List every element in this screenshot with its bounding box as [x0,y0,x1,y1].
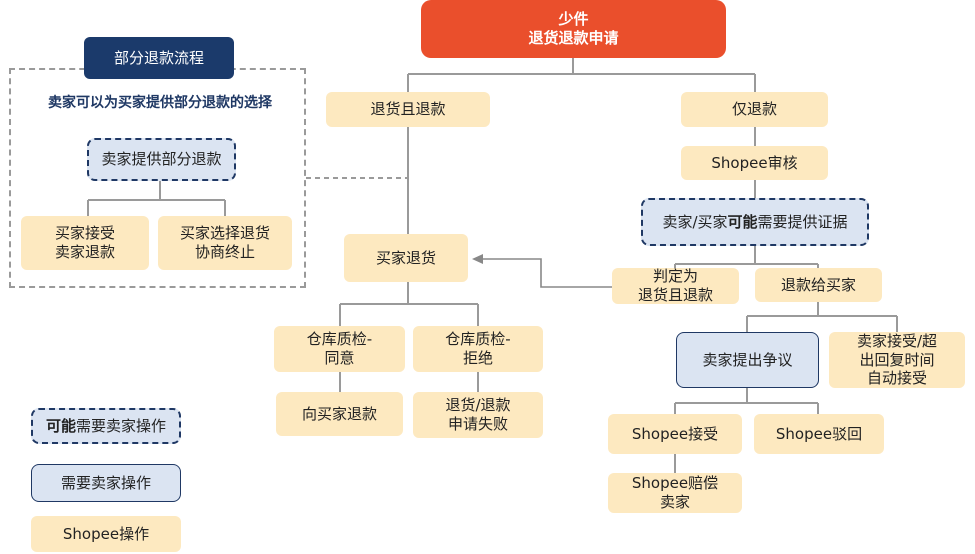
legend-shopee-action: Shopee操作 [31,516,181,552]
seller-auto-accept-node: 卖家接受/超 出回复时间 自动接受 [829,332,965,388]
shopee-compensate-node: Shopee赔偿 卖家 [608,473,742,513]
legend-may-need-seller: 可能需要卖家操作 [31,408,181,444]
warehouse-reject-node: 仓库质检- 拒绝 [413,326,543,372]
partial-refund-title: 部分退款流程 [84,37,234,79]
top-node-line1: 少件 [558,10,589,29]
partial-refund-subtitle: 卖家可以为买家提供部分退款的选择 [48,95,272,111]
evidence-post: 需要提供证据 [757,212,848,231]
shopee-accept-node: Shopee接受 [608,414,742,454]
return-and-refund-node: 退货且退款 [326,92,490,127]
judged-return-refund-node: 判定为 退货且退款 [612,267,739,304]
seller-offer-partial-node: 卖家提供部分退款 [87,138,236,181]
refund-to-buyer-node: 退款给买家 [755,268,882,302]
warehouse-agree-node: 仓库质检- 同意 [274,326,405,372]
buyer-return-node: 买家退货 [344,234,468,282]
refund-only-node: 仅退款 [681,92,828,127]
legend-may-rest: 需要卖家操作 [76,416,167,435]
buyer-choose-return-node: 买家选择退货 协商终止 [158,216,292,270]
refund-to-buyer-left-node: 向买家退款 [276,392,403,436]
legend-need-seller: 需要卖家操作 [31,464,181,502]
shopee-reject-node: Shopee驳回 [754,414,884,454]
evidence-bold: 可能 [727,212,758,231]
top-node-line2: 退货退款申请 [528,29,619,47]
return-refund-request-node: 少件 退货退款申请 [421,0,726,58]
evidence-pre: 卖家/买家 [662,212,728,231]
seller-dispute-node: 卖家提出争议 [676,332,819,388]
shopee-review-node: Shopee审核 [681,146,828,180]
request-failed-node: 退货/退款 申请失败 [413,392,543,438]
legend-may-bold: 可能 [45,416,76,435]
evidence-node: 卖家/买家可能需要提供证据 [641,198,869,246]
buyer-accept-node: 买家接受 卖家退款 [21,216,149,270]
